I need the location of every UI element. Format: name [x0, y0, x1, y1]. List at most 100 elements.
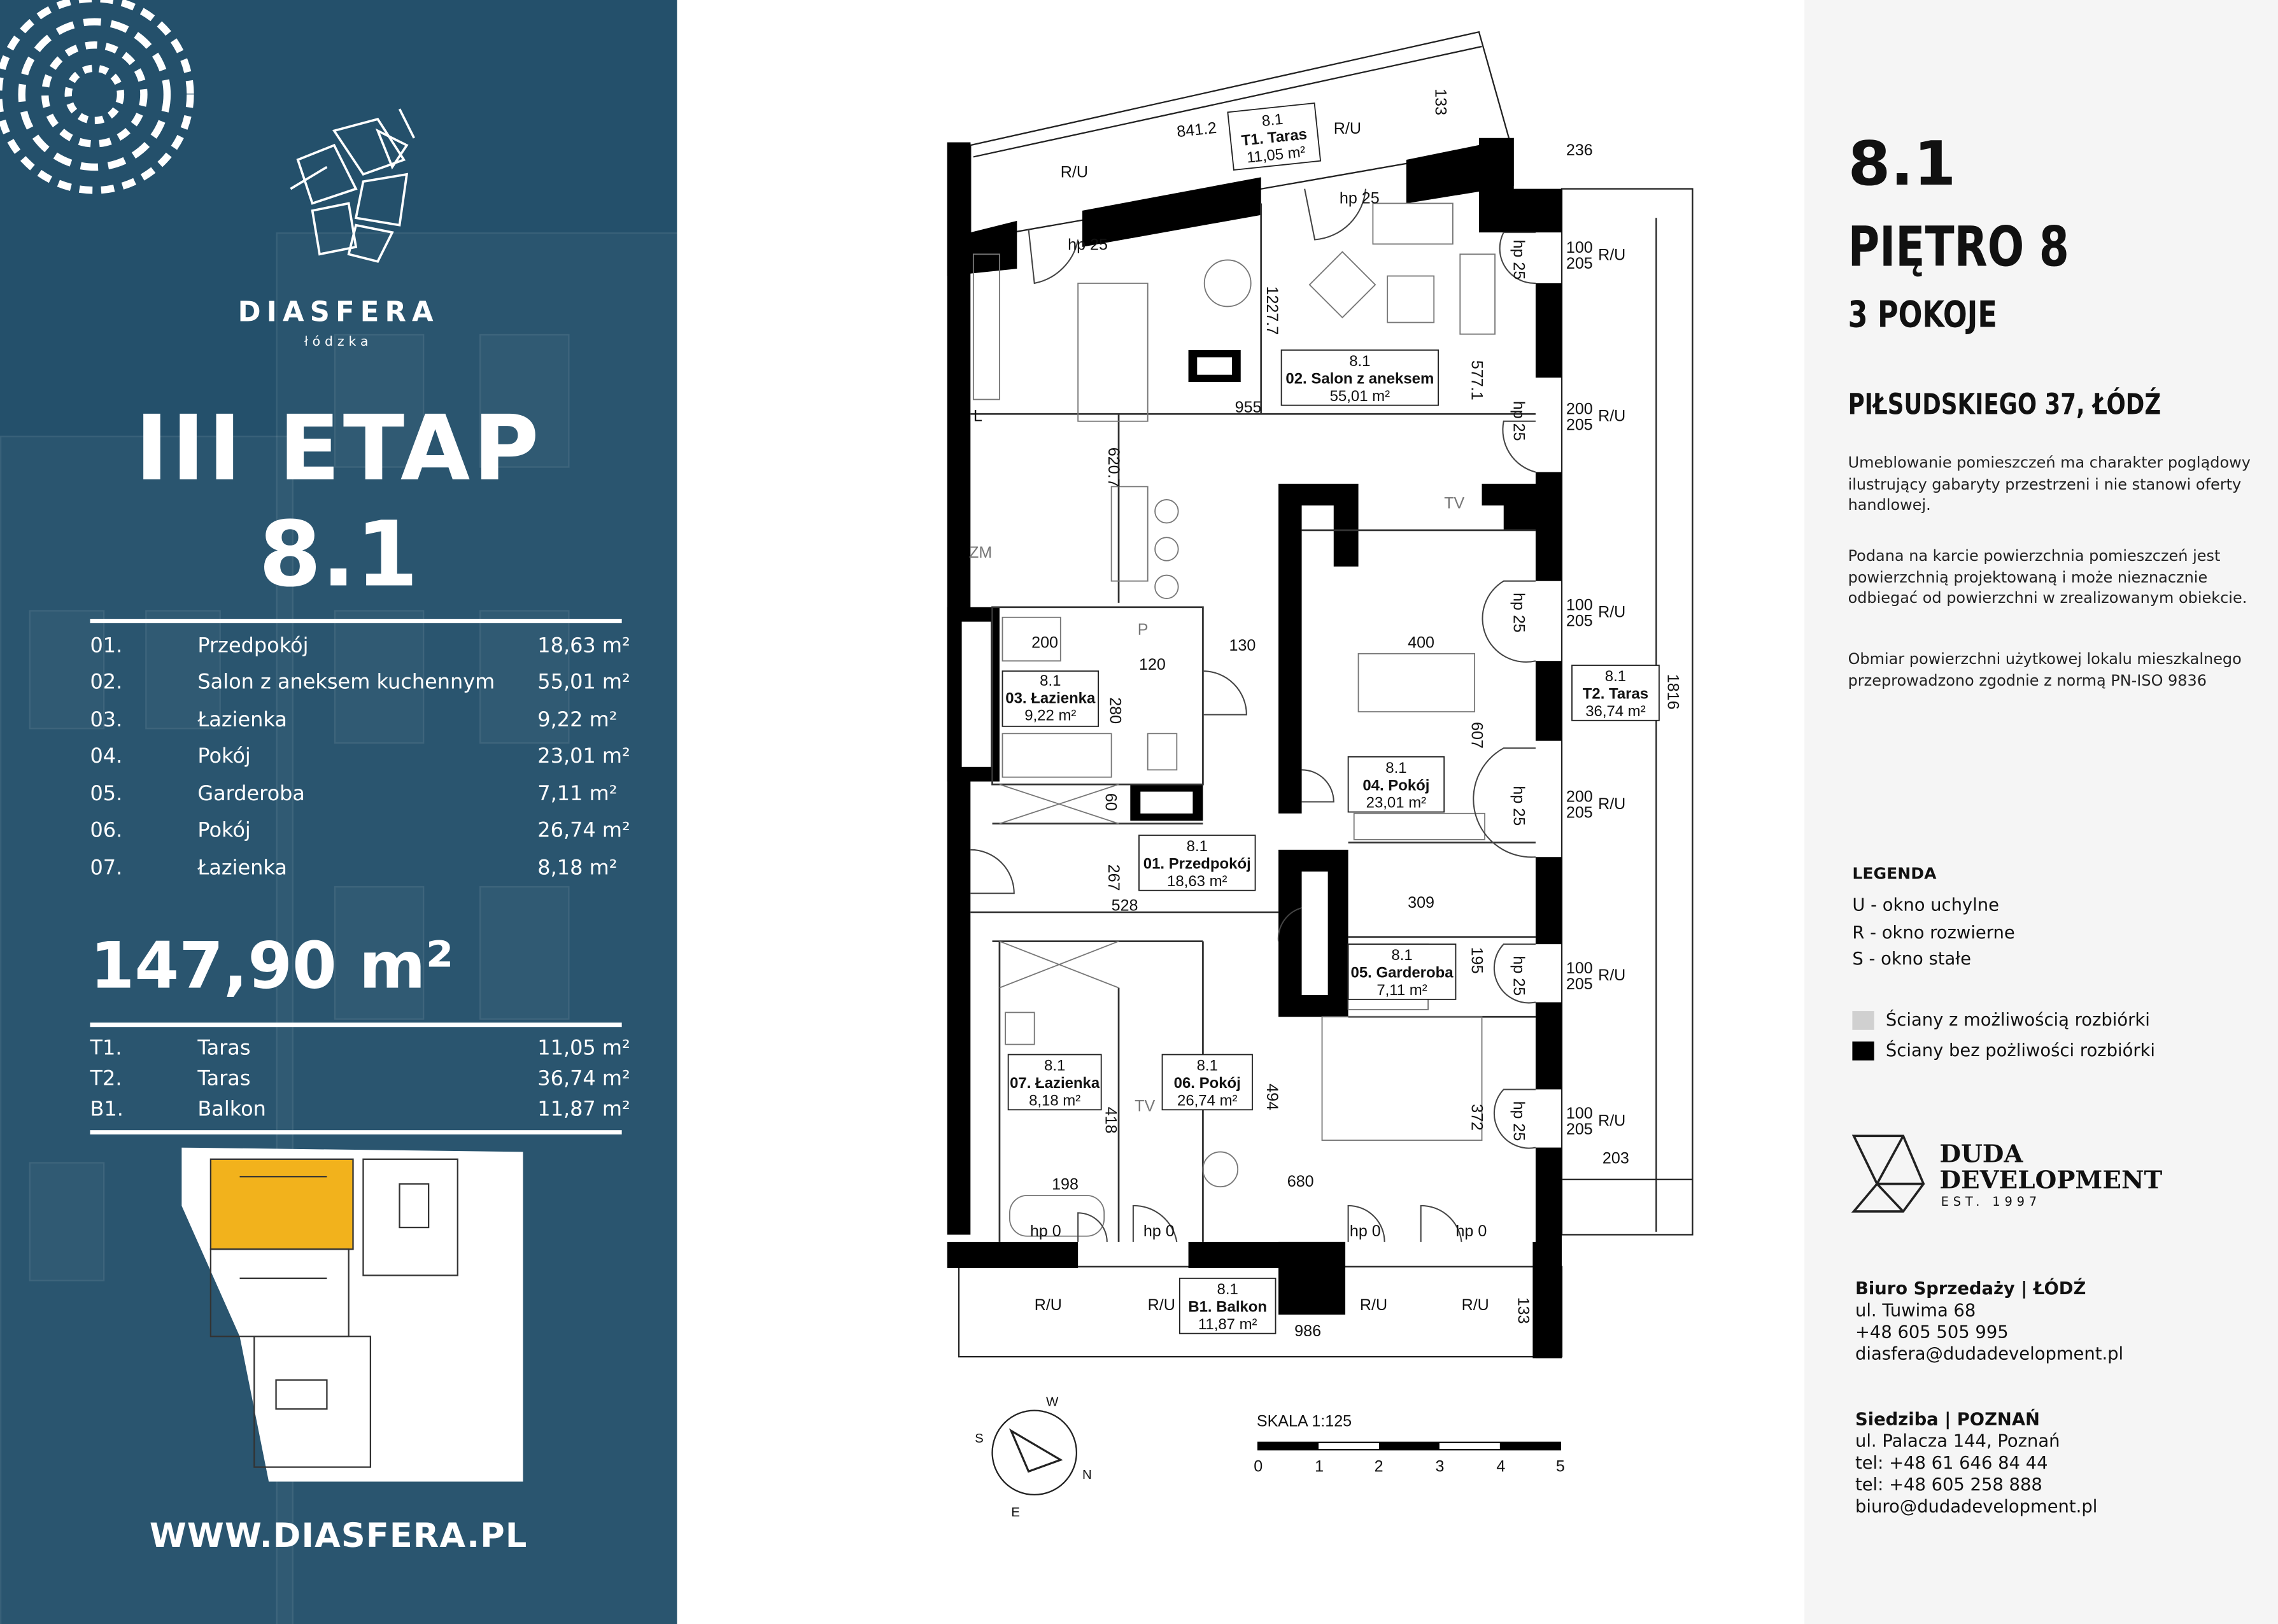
- dim-label: 200: [1031, 634, 1058, 652]
- developer-line2: DEVELOPMENT: [1939, 1166, 2163, 1196]
- dim-label: 203: [1602, 1150, 1629, 1168]
- developer-name: DUDA DEVELOPMENT: [1939, 1141, 2162, 1194]
- svg-text:8.1: 8.1: [1385, 759, 1406, 777]
- dim-label: 986: [1294, 1322, 1321, 1340]
- outdoor-number: T2.: [90, 1068, 122, 1091]
- sales-phone[interactable]: +48 605 505 995: [1855, 1322, 2009, 1343]
- dim-label: 60: [1102, 793, 1120, 811]
- svg-text:9,22 m²: 9,22 m²: [1024, 707, 1076, 724]
- floor-plan: 841.2 133 236 1227.7 955 577.1 620.7 200…: [947, 31, 1694, 1520]
- dim-label: 841.2: [1176, 119, 1217, 141]
- sales-office: Biuro Sprzedaży | ŁÓDŹ ul. Tuwima 68 +48…: [1855, 1278, 2123, 1366]
- room-area: 55,01 m²: [537, 671, 630, 695]
- sales-office-title: Biuro Sprzedaży | ŁÓDŹ: [1855, 1278, 2086, 1299]
- fixture-label: P: [1138, 621, 1149, 639]
- window-height: 205: [1566, 1120, 1593, 1138]
- window-height: 205: [1566, 804, 1593, 822]
- duda-logo-icon: [1851, 1134, 1925, 1213]
- svg-text:8.1: 8.1: [1040, 672, 1061, 689]
- sill-height: hp 25: [1510, 593, 1528, 633]
- left-panel: DIASFERA łódzka III ETAP 8.1 01.Przedpok…: [0, 0, 677, 1624]
- svg-text:06. Pokój: 06. Pokój: [1174, 1075, 1241, 1092]
- window-type: R/U: [1598, 246, 1625, 264]
- right-panel: 8.1 PIĘTRO 8 3 POKOJE PIŁSUDSKIEGO 37, Ł…: [1804, 0, 2278, 1624]
- hq-phone[interactable]: tel: +48 605 258 888: [1855, 1474, 2042, 1495]
- hq-phone[interactable]: tel: +48 61 646 84 44: [1855, 1452, 2048, 1473]
- window-height: 205: [1566, 975, 1593, 993]
- fixture-label: L: [973, 407, 982, 425]
- svg-text:8.1: 8.1: [1187, 838, 1208, 855]
- window-width: 100: [1566, 959, 1593, 977]
- dim-label: 680: [1287, 1173, 1314, 1190]
- window-width: 100: [1566, 596, 1593, 614]
- outdoor-name: Balkon: [197, 1098, 266, 1122]
- unit-highlight: [210, 1159, 353, 1250]
- legend-swatch-removable: [1852, 1011, 1874, 1030]
- fixture-label: TV: [1135, 1098, 1155, 1115]
- svg-text:36,74 m²: 36,74 m²: [1585, 703, 1645, 720]
- svg-text:11,87 m²: 11,87 m²: [1198, 1316, 1257, 1333]
- dim-label: 280: [1106, 697, 1124, 724]
- dim-label: 620.7: [1105, 448, 1122, 488]
- window-width: 100: [1566, 239, 1593, 257]
- sill-height: hp 0: [1350, 1222, 1381, 1240]
- dim-label: 955: [1235, 399, 1262, 416]
- dim-label: 494: [1263, 1084, 1281, 1110]
- divider: [90, 1130, 622, 1135]
- legend-title: LEGENDA: [1852, 864, 1937, 884]
- room-name: Przedpokój: [197, 635, 309, 658]
- pattern-logo-icon: [0, 0, 194, 194]
- website-link[interactable]: WWW.DIASFERA.PL: [149, 1518, 528, 1556]
- svg-text:5: 5: [1556, 1457, 1565, 1475]
- svg-text:07. Łazienka: 07. Łazienka: [1010, 1075, 1100, 1092]
- outdoor-area: 11,05 m²: [537, 1037, 630, 1061]
- room-name: Pokój: [197, 745, 251, 769]
- note-area: Podana na karcie powierzchnia pomieszcze…: [1848, 547, 2247, 607]
- dim-label: 528: [1112, 897, 1138, 915]
- fixture-label: TV: [1444, 495, 1464, 512]
- svg-text:02. Salon z aneksem: 02. Salon z aneksem: [1285, 370, 1434, 387]
- window-type: R/U: [1462, 1296, 1489, 1314]
- room-number: 01.: [90, 635, 123, 658]
- stage-title: III ETAP: [135, 395, 542, 502]
- sill-height: hp 25: [1068, 236, 1108, 253]
- svg-text:8.1: 8.1: [1605, 668, 1626, 685]
- brand-subtitle: łódzka: [304, 335, 373, 350]
- hq-address: ul. Palacza 144, Poznań: [1855, 1430, 2060, 1451]
- window-type: R/U: [1334, 120, 1361, 138]
- room-number: 02.: [90, 671, 123, 695]
- sill-height: hp 25: [1510, 956, 1528, 996]
- dim-label: 198: [1052, 1176, 1079, 1194]
- window-height: 205: [1566, 416, 1593, 434]
- sales-email[interactable]: diasfera@dudadevelopment.pl: [1855, 1343, 2124, 1364]
- unit-title: 8.1: [1848, 127, 1956, 199]
- dim-label: 372: [1468, 1104, 1486, 1131]
- legend-swatch-structural: [1852, 1041, 1874, 1061]
- developer-line1: DUDA: [1939, 1140, 2023, 1169]
- dim-label: 133: [1432, 88, 1450, 115]
- site-key-plan: [181, 1147, 523, 1482]
- window-type: R/U: [1598, 795, 1625, 813]
- window-type: R/U: [1035, 1296, 1062, 1314]
- headquarters: Siedziba | POZNAŃ ul. Palacza 144, Pozna…: [1855, 1409, 2097, 1518]
- window-type: R/U: [1360, 1296, 1387, 1314]
- hq-email[interactable]: biuro@dudadevelopment.pl: [1855, 1496, 2098, 1517]
- rooms-count: 3 POKOJE: [1848, 293, 1997, 336]
- dim-label: 577.1: [1468, 360, 1486, 400]
- svg-text:W: W: [1046, 1395, 1059, 1409]
- furniture: [972, 202, 1496, 1237]
- svg-text:N: N: [1082, 1467, 1092, 1482]
- room-area: 26,74 m²: [537, 819, 630, 843]
- room-number: 06.: [90, 819, 123, 843]
- room-number: 03.: [90, 709, 123, 733]
